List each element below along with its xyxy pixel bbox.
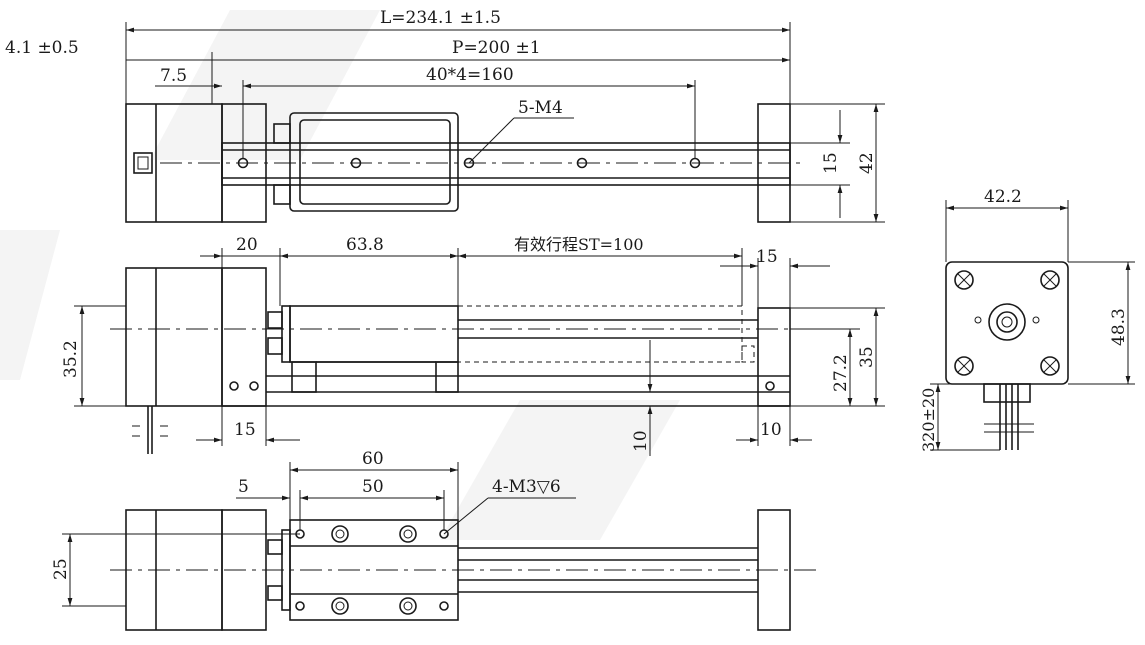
dim-total-length: L=234.1 ±1.5 <box>380 8 501 28</box>
dim-height-right-a: 27.2 <box>831 354 851 392</box>
dim-cable-length: 320±20 <box>919 388 938 452</box>
front-dimensions: 20 63.8 有效行程ST=100 15 35.2 27.2 35 10 15 <box>61 235 885 456</box>
dim-height-left: 35.2 <box>61 340 81 378</box>
dim-rail-width: 15 <box>821 152 841 174</box>
dim-stroke: 有效行程ST=100 <box>514 235 644 254</box>
dim-flange-height: 48.3 <box>1109 308 1129 346</box>
dim-plate-length: 60 <box>362 449 384 469</box>
watermark <box>0 10 680 540</box>
dim-end-block: 15 <box>756 247 778 267</box>
dim-bottom-left: 15 <box>234 420 256 440</box>
dim-plate-offset: 5 <box>238 477 249 497</box>
dim-hole-pitch: 40*4=160 <box>426 65 514 85</box>
side-view <box>945 261 1069 450</box>
front-view <box>110 267 820 454</box>
top-view <box>125 103 800 223</box>
bottom-dimensions: 60 5 50 4-M3▽6 25 <box>51 449 576 607</box>
top-dimensions: L=234.1 ±1.5 4.1 ±0.5 P=200 ±1 7.5 40*4=… <box>5 8 885 223</box>
dim-carriage-length: 63.8 <box>346 235 384 255</box>
dim-flange-width: 42.2 <box>984 187 1022 207</box>
dim-bottom-right: 10 <box>760 420 782 440</box>
label-top-holes: 5-M4 <box>518 98 563 118</box>
dim-base-thickness: 10 <box>631 430 651 452</box>
dim-height-right-b: 35 <box>857 346 877 368</box>
dim-overall-height: 42 <box>857 152 877 174</box>
dim-first-hole: 7.5 <box>160 66 187 86</box>
dim-hole-spacing: 50 <box>362 477 384 497</box>
side-dimensions: 42.2 48.3 320±20 <box>919 187 1135 452</box>
dim-offset: 4.1 ±0.5 <box>5 38 79 58</box>
bottom-view <box>110 509 820 631</box>
dim-pitch-total: P=200 ±1 <box>452 38 541 58</box>
dim-motor-length: 20 <box>236 235 258 255</box>
label-plate-holes: 4-M3▽6 <box>492 477 561 497</box>
dim-plate-width: 25 <box>51 558 71 580</box>
